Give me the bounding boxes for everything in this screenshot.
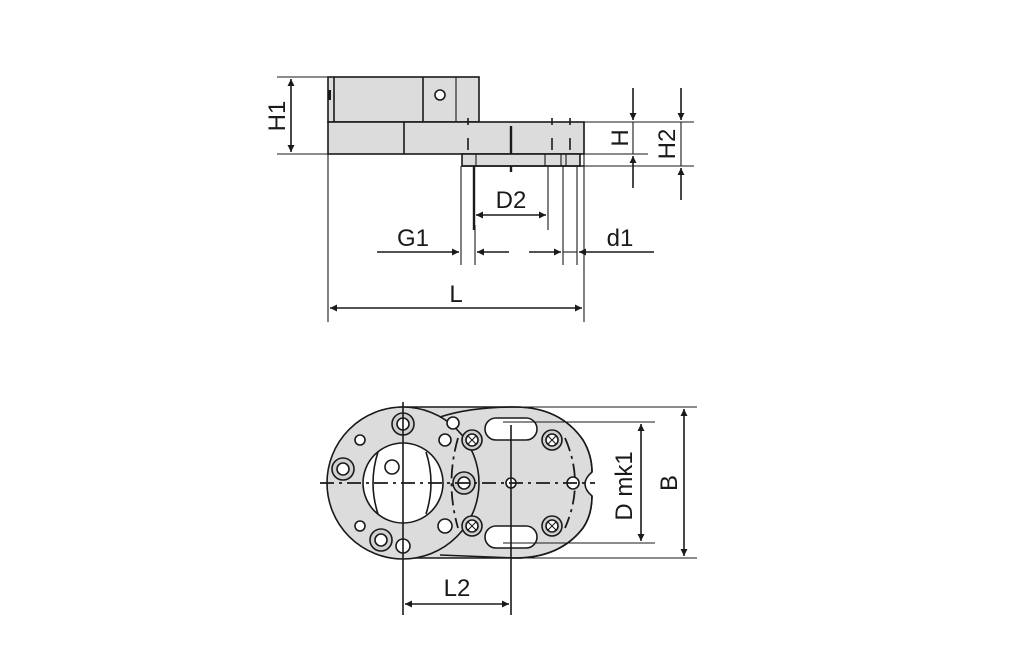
hex-screw-icon xyxy=(331,457,355,481)
side-view: H1 H H2 D2 G1 d1 L xyxy=(264,76,694,322)
dim-label-h: H xyxy=(607,129,634,146)
dim-label-h2: H2 xyxy=(654,129,681,160)
flange xyxy=(461,153,581,167)
lower-plate xyxy=(327,121,585,155)
dim-label-l: L xyxy=(449,281,462,308)
phillips-screw-icon xyxy=(541,515,563,537)
phillips-screw-icon xyxy=(541,429,563,451)
hex-screw-icon xyxy=(369,528,393,552)
phillips-screw-icon xyxy=(461,515,483,537)
dim-label-d2: D2 xyxy=(496,187,527,214)
dim-label-l2: L2 xyxy=(444,575,471,602)
dim-label-g1: G1 xyxy=(397,225,429,252)
upper-block xyxy=(327,76,480,123)
dim-label-b: B xyxy=(656,475,683,491)
dim-label-dmk1: D mk1 xyxy=(611,451,638,520)
top-view: D mk1 B L2 xyxy=(320,402,697,615)
dim-label-h1: H1 xyxy=(264,101,291,132)
phillips-screw-icon xyxy=(461,429,483,451)
screw-hole-icon xyxy=(434,89,446,101)
dim-label-d1: d1 xyxy=(607,225,634,252)
